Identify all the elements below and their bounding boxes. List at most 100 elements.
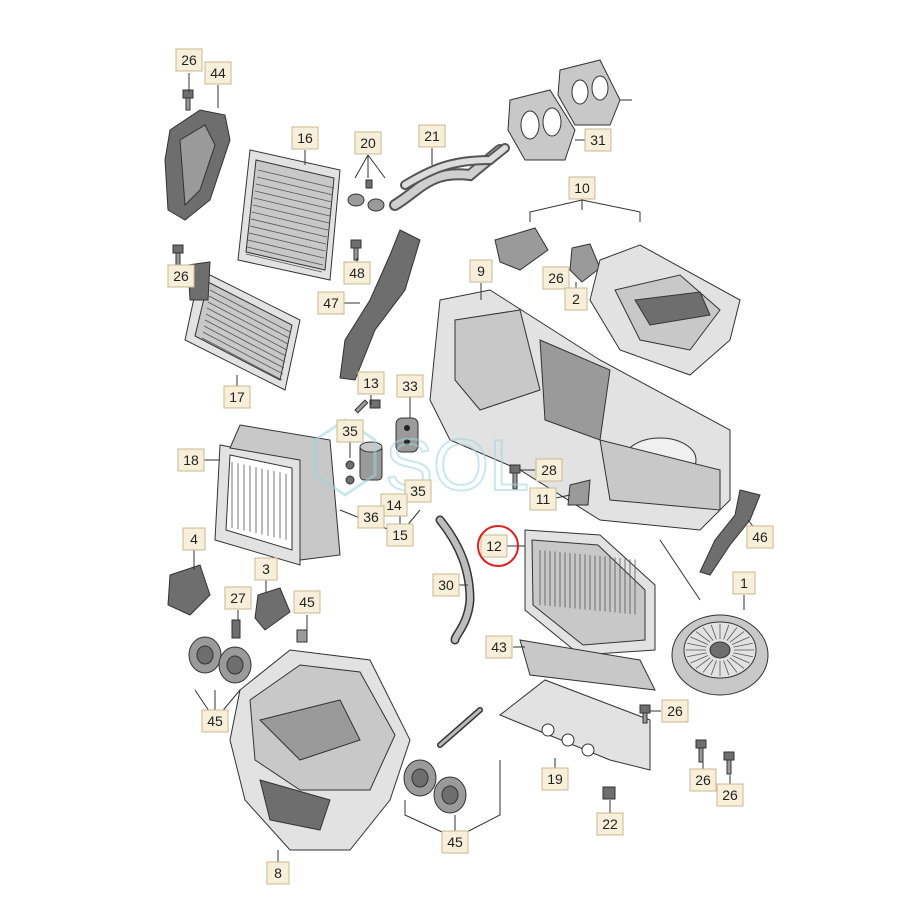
callout-8: 8 bbox=[266, 861, 290, 885]
heater-core-part-16 bbox=[237, 149, 341, 281]
fan-blade bbox=[733, 652, 753, 658]
fin-line bbox=[255, 183, 333, 203]
evaporator-part-17 bbox=[184, 261, 301, 391]
filter-frame-part-18 bbox=[214, 424, 341, 566]
callout-31: 31 bbox=[584, 128, 612, 152]
callout-35a: 35 bbox=[336, 419, 364, 443]
callout-label: 17 bbox=[229, 389, 245, 405]
callout-15: 15 bbox=[386, 523, 414, 547]
actuator-part-9 bbox=[494, 227, 549, 271]
callout-label: 46 bbox=[752, 529, 768, 545]
fin-line bbox=[245, 253, 323, 273]
callout-45a: 45 bbox=[293, 590, 321, 614]
callout-label: 45 bbox=[447, 834, 463, 850]
screw-part-27 bbox=[231, 619, 241, 639]
bracket-part-46 bbox=[699, 489, 761, 576]
fin-line bbox=[208, 295, 290, 339]
bracket-part-47 bbox=[339, 229, 421, 381]
callout-4: 4 bbox=[182, 527, 206, 551]
screw-part-28 bbox=[509, 464, 521, 490]
callout-label: 26 bbox=[667, 703, 683, 719]
actuator-part-3 bbox=[254, 587, 291, 631]
plug-part-45 bbox=[296, 629, 308, 643]
callout-label: 44 bbox=[210, 65, 226, 81]
callout-label: 26 bbox=[548, 270, 564, 286]
fan-blade bbox=[723, 624, 730, 640]
callout-label: 26 bbox=[695, 772, 711, 788]
callout-1: 1 bbox=[732, 571, 756, 595]
fin-line bbox=[246, 246, 324, 266]
lower-housing-part-8 bbox=[229, 649, 411, 851]
screw-part-26-top bbox=[182, 89, 194, 111]
callout-20: 20 bbox=[354, 131, 382, 155]
fin-line bbox=[249, 225, 327, 245]
callout-26e: 26 bbox=[689, 768, 717, 792]
fin-line bbox=[256, 176, 334, 196]
callout-2: 2 bbox=[564, 287, 588, 311]
callout-label: 10 bbox=[574, 180, 590, 196]
fin-line bbox=[252, 204, 330, 224]
fin-line bbox=[202, 331, 284, 375]
callout-46: 46 bbox=[746, 525, 774, 549]
callout-label: 26 bbox=[722, 787, 738, 803]
fan-blade bbox=[702, 659, 714, 673]
callout-label: 20 bbox=[360, 135, 376, 151]
fin-line bbox=[203, 325, 285, 369]
callout-label: 26 bbox=[173, 268, 189, 284]
callout-19: 19 bbox=[541, 767, 569, 791]
fin-line bbox=[204, 319, 286, 363]
fan-blade bbox=[726, 627, 738, 641]
blower-motor-part-1 bbox=[671, 614, 769, 696]
callout-label: 21 bbox=[424, 128, 440, 144]
clip-part-11 bbox=[567, 479, 591, 506]
callout-33: 33 bbox=[396, 374, 424, 398]
callout-label: 2 bbox=[572, 291, 580, 307]
damper-part-45-left bbox=[188, 636, 252, 684]
fan-blade bbox=[723, 660, 730, 676]
callout-48: 48 bbox=[343, 261, 371, 285]
callout-3: 3 bbox=[254, 557, 278, 581]
callout-10: 10 bbox=[568, 176, 596, 200]
fin-line bbox=[201, 337, 283, 381]
callout-label: 19 bbox=[547, 771, 563, 787]
fin-line bbox=[207, 301, 289, 345]
callout-label: 30 bbox=[438, 577, 454, 593]
callout-label: 18 bbox=[183, 452, 199, 468]
fan-blade bbox=[695, 657, 711, 669]
cabin-filter-part-12 bbox=[524, 529, 656, 656]
bracket-part-44 bbox=[164, 109, 231, 221]
callout-17: 17 bbox=[223, 385, 251, 409]
pipe-part-21 bbox=[389, 143, 510, 211]
callout-label: 47 bbox=[323, 295, 339, 311]
expansion-valve-part-14 bbox=[359, 441, 383, 481]
callout-45b: 45 bbox=[201, 709, 229, 733]
callout-label: 3 bbox=[262, 561, 270, 577]
callout-26a: 26 bbox=[175, 48, 203, 72]
fin-line bbox=[257, 169, 335, 189]
nut-part-22 bbox=[602, 786, 616, 800]
fin-line bbox=[247, 239, 325, 259]
callout-47: 47 bbox=[317, 291, 345, 315]
highlight-circle-12 bbox=[477, 525, 519, 567]
callout-22: 22 bbox=[596, 812, 624, 836]
fan-blade bbox=[710, 624, 717, 640]
callout-12: 12 bbox=[480, 534, 508, 558]
callout-label: 12 bbox=[486, 538, 502, 554]
fan-blade bbox=[731, 636, 750, 645]
callout-label: 13 bbox=[363, 375, 379, 391]
callout-28: 28 bbox=[535, 458, 563, 482]
fan-blade bbox=[687, 642, 707, 648]
callout-45c: 45 bbox=[441, 830, 469, 854]
callout-label: 48 bbox=[349, 265, 365, 281]
fan-blade bbox=[731, 655, 750, 664]
fin-line bbox=[254, 190, 332, 210]
connector-part-33 bbox=[395, 417, 419, 453]
callout-27: 27 bbox=[224, 586, 252, 610]
fin-line bbox=[206, 307, 288, 351]
screw-part-26-right3 bbox=[723, 751, 735, 775]
drain-hose-part-30 bbox=[435, 515, 475, 645]
callout-9: 9 bbox=[469, 259, 493, 283]
fin-line bbox=[250, 218, 328, 238]
fin-line bbox=[253, 197, 331, 217]
callout-label: 22 bbox=[602, 816, 618, 832]
